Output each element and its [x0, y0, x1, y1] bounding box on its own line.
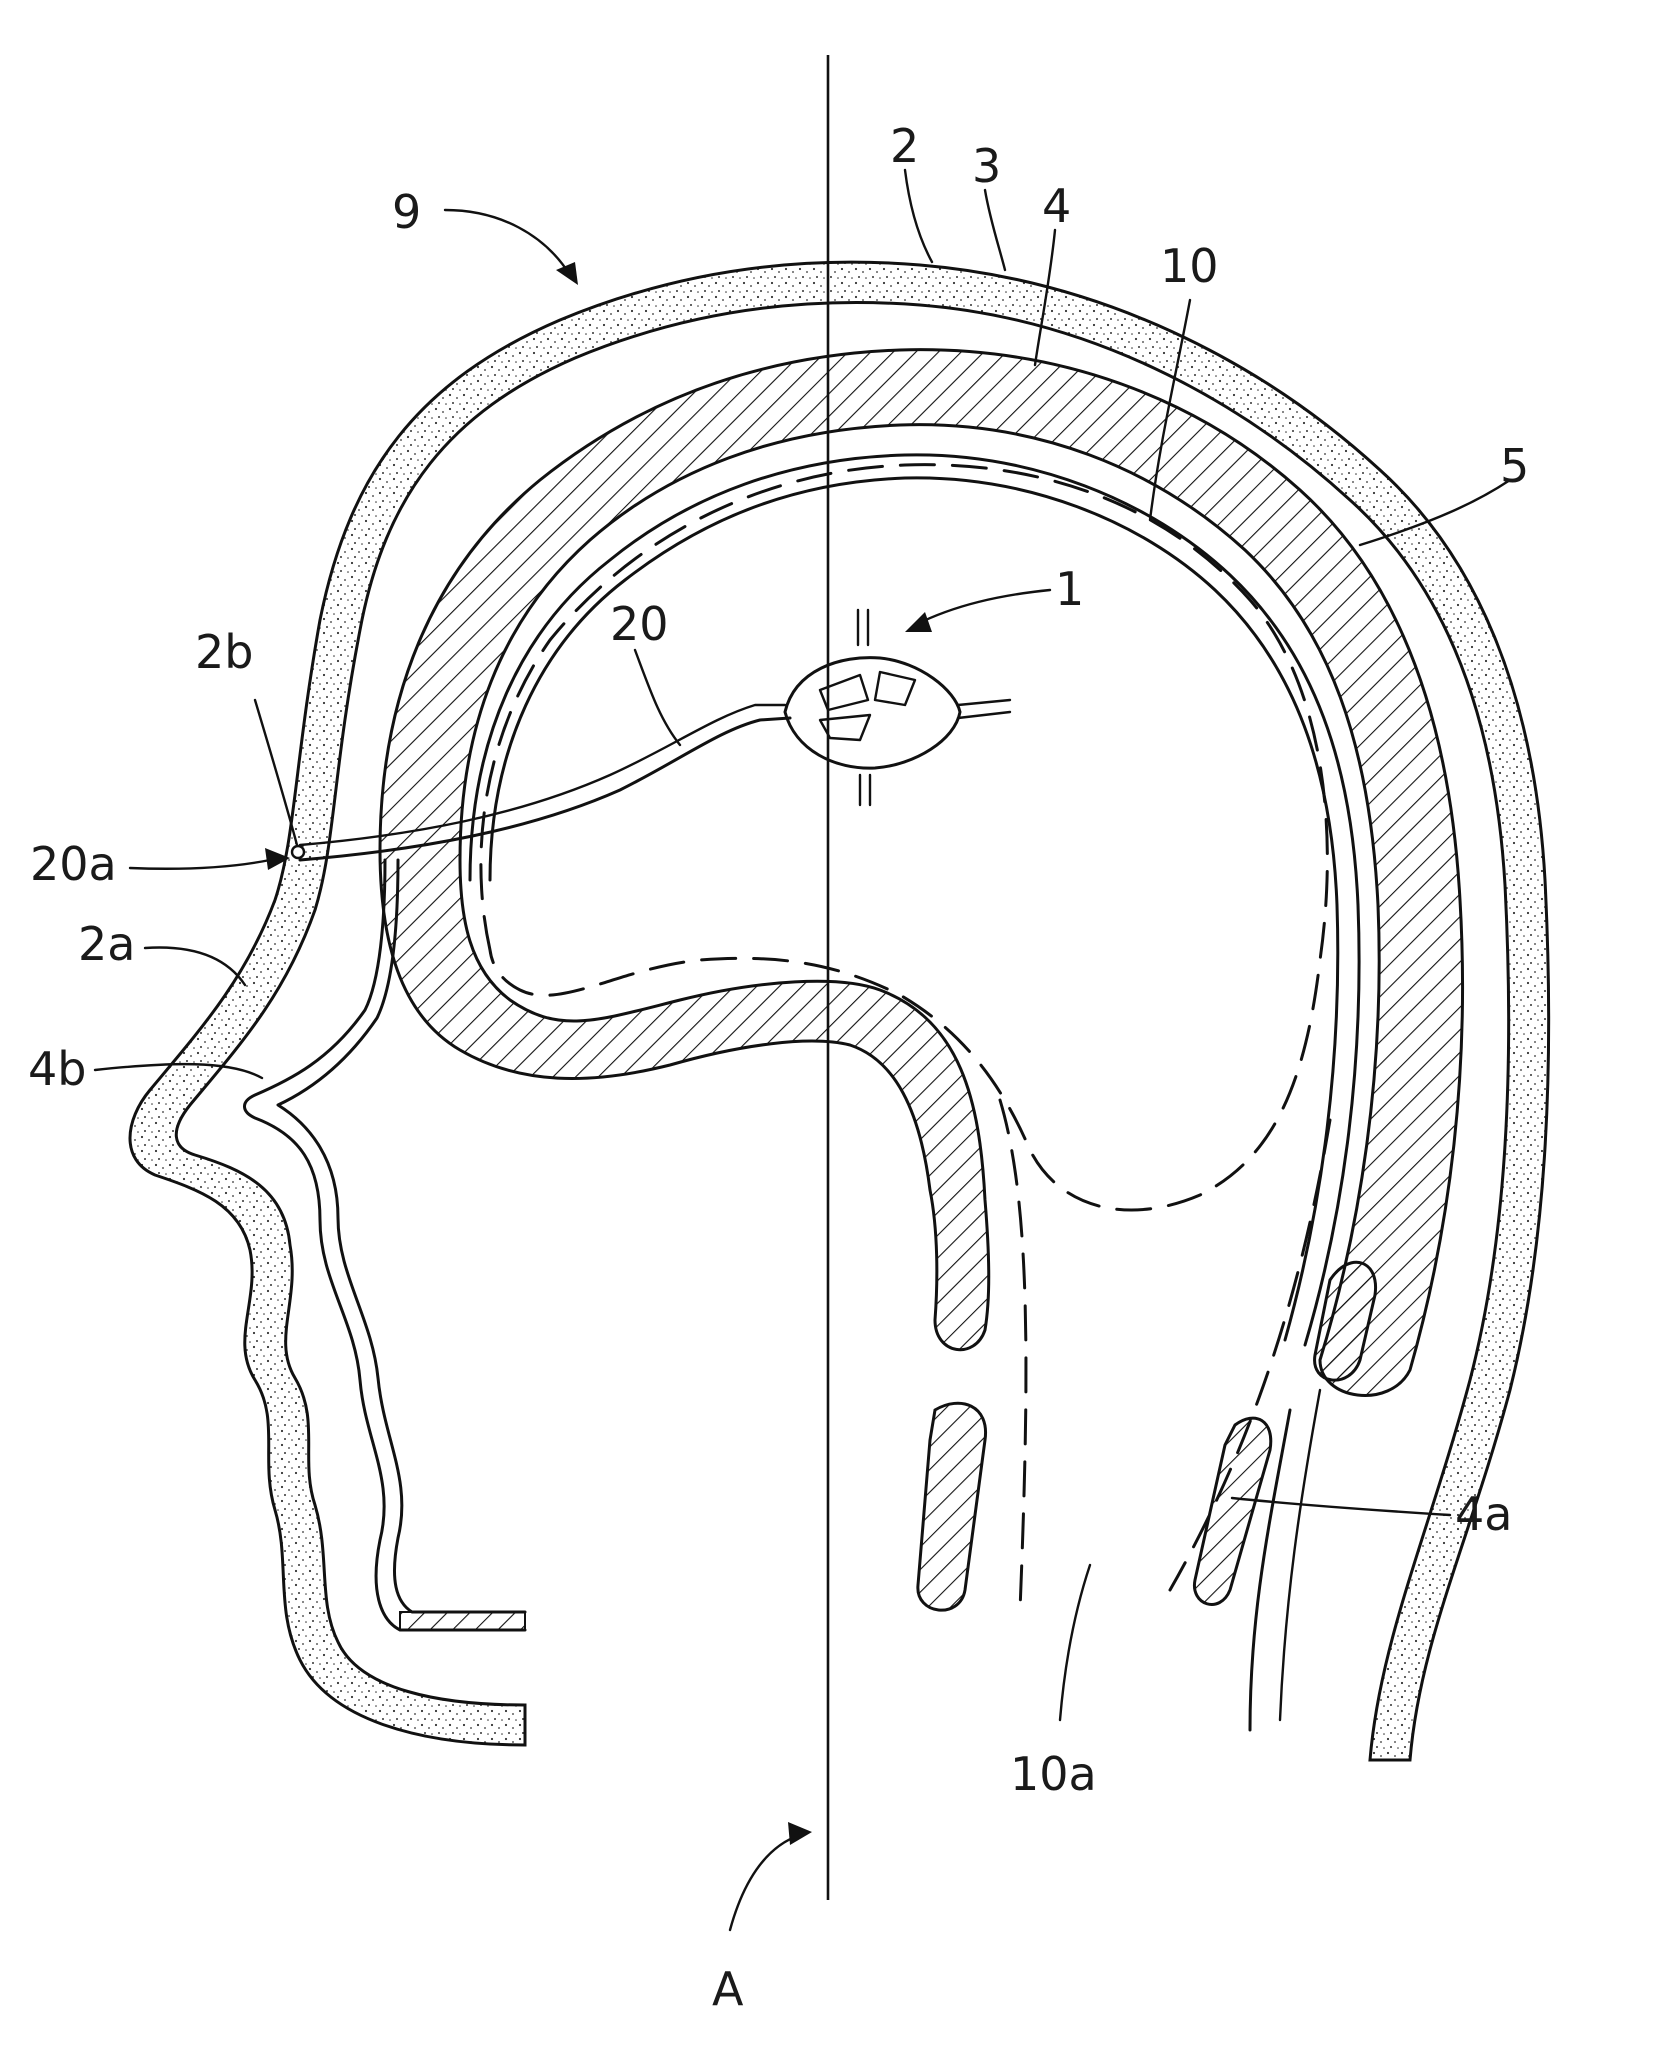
label-10: 10 — [1160, 239, 1219, 293]
skull-layer — [380, 350, 1463, 1610]
leader-20 — [635, 650, 680, 745]
lead-20-inner — [300, 705, 785, 845]
label-4b: 4b — [28, 1042, 86, 1096]
label-20a: 20a — [30, 837, 117, 891]
device-wire-right-2 — [958, 712, 1010, 718]
leader-1 — [915, 590, 1050, 625]
skull-band — [380, 350, 1463, 1396]
leader-4a — [1232, 1498, 1450, 1515]
device-wire-right-1 — [958, 700, 1010, 705]
label-2: 2 — [890, 119, 919, 173]
leader-20a — [130, 860, 270, 869]
label-A: A — [712, 1962, 744, 2016]
dura-layer-5-outer — [470, 455, 1359, 1345]
label-9: 9 — [392, 185, 421, 239]
leader-2b — [255, 700, 297, 845]
leader-9 — [445, 210, 570, 275]
arrow-1 — [905, 612, 932, 632]
label-10a: 10a — [1010, 1747, 1097, 1801]
skull-fragment-4a — [1194, 1418, 1270, 1604]
label-20: 20 — [610, 597, 669, 651]
label-2a: 2a — [78, 917, 135, 971]
leader-10a — [1060, 1565, 1090, 1720]
label-5: 5 — [1500, 439, 1529, 493]
lead-20 — [300, 718, 790, 860]
device-body — [785, 658, 960, 769]
device-window-2 — [875, 672, 915, 705]
label-1: 1 — [1055, 562, 1084, 616]
arrow-A — [788, 1822, 812, 1845]
leader-3 — [985, 190, 1005, 270]
leader-A — [730, 1835, 800, 1930]
leader-2 — [905, 170, 932, 262]
face-bone-hatch — [400, 1612, 525, 1630]
label-4a: 4a — [1455, 1487, 1512, 1541]
label-3: 3 — [972, 139, 1001, 193]
lead-exit-20a — [292, 846, 304, 858]
skull-fragment-1 — [918, 1403, 986, 1610]
arrow-9 — [556, 262, 578, 285]
leader-2a — [145, 947, 245, 985]
label-2b: 2b — [195, 625, 253, 679]
label-4: 4 — [1042, 179, 1071, 233]
brain-stem-dashed-left — [1000, 1100, 1026, 1610]
